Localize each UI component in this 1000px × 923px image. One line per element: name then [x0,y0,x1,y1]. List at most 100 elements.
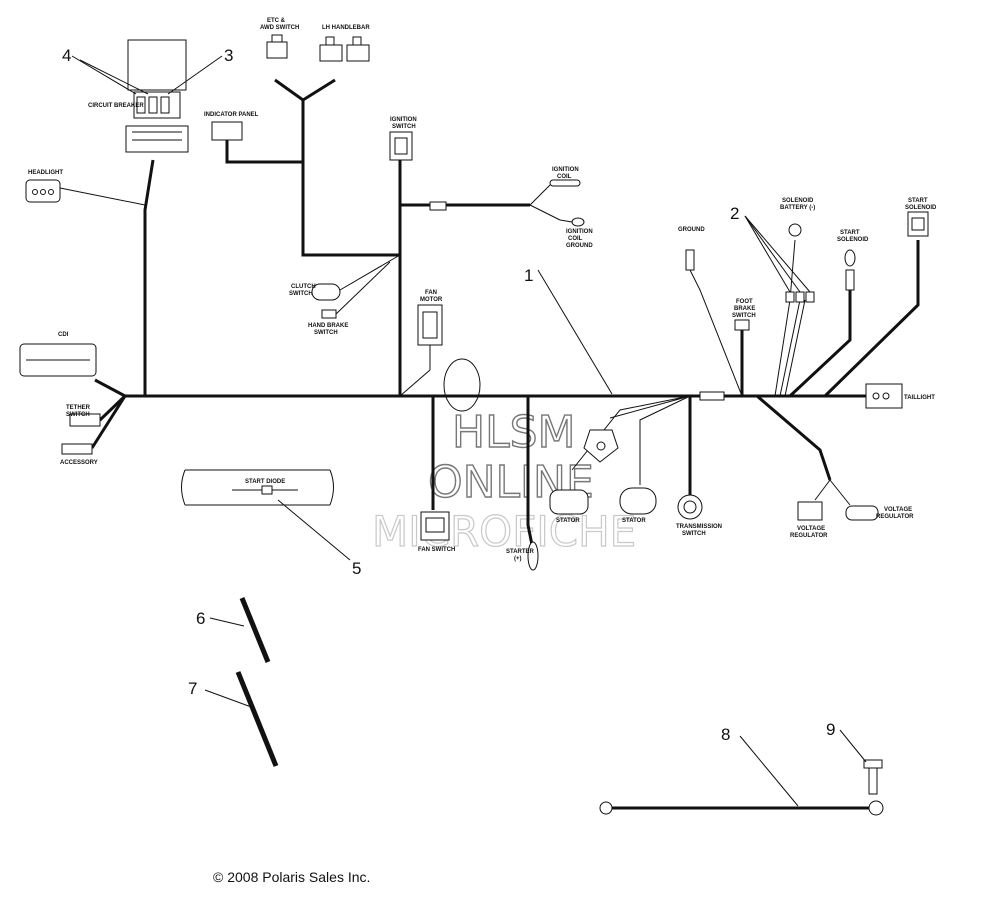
bolt-9 [863,759,883,795]
fan-switch-part [420,511,450,541]
label-foot-brake-3: SWITCH [732,313,756,319]
callout-6: 6 [196,609,205,628]
cdi-branch-wire [94,378,126,398]
handlebar-branch-wire [301,100,400,257]
copyright-text: © 2008 Polaris Sales Inc. [213,869,370,885]
label-accessory: ACCESSORY [60,460,98,466]
label-solenoid-battery-1: SOLENOID [782,198,814,204]
label-start-solenoid-top-2: SOLENOID [905,205,937,211]
foot-brake-switch-part [734,319,750,331]
callout-7: 7 [188,679,197,698]
label-hand-brake-1: HAND BRAKE [308,323,348,329]
accessory-branch-wire [90,395,127,449]
coil-branch-clip [429,201,447,211]
coil-split-wire [529,184,561,221]
stator-connector-2 [619,487,657,515]
component-labels: CIRCUIT BREAKER ETC & AWD SWITCH LH HAND… [28,18,937,562]
start-diode-assembly [181,469,334,506]
clutch-wire [334,254,401,316]
label-ignition-coil-1: IGNITION [552,167,579,173]
label-ignition-coil-ground-3: GROUND [566,243,593,249]
indicator-panel [211,121,243,141]
voltage-regulator-2-part [845,505,879,521]
breaker-branch-wire [143,159,155,396]
label-headlight: HEADLIGHT [28,170,63,176]
callout-8: 8 [721,725,730,744]
label-voltage-reg-1b: REGULATOR [790,533,828,539]
main-harness [59,78,920,546]
taillight-connector [865,383,903,409]
label-transmission-1: TRANSMISSION [676,524,722,530]
ignition-switch-part [389,131,413,161]
start-solenoid-top-wire [823,240,920,398]
components [19,34,929,816]
lh-handlebar-connectors [319,36,370,62]
label-ignition-switch-1: IGNITION [390,117,417,123]
label-foot-brake-1: FOOT [736,299,753,305]
label-clutch-switch-2: SWITCH [289,291,313,297]
label-ground: GROUND [678,227,705,233]
callout-3: 3 [224,46,233,65]
solenoid-battery-terminals [785,223,815,303]
cable-tie-7 [235,671,279,767]
label-cdi: CDI [58,332,69,338]
label-fan-motor-1: FAN [425,290,437,296]
cdi-connector [19,343,97,377]
stator-connector-3pin [583,429,619,463]
label-solenoid-battery-2: BATTERY (-) [780,205,815,211]
label-start-diode: START DIODE [245,479,285,485]
leader-lines [71,55,867,807]
label-starter-2: (+) [514,556,522,562]
label-tether-1: TETHER [66,405,91,411]
ground-cable-8 [599,800,884,816]
tether-switch-part [69,413,101,427]
label-start-solenoid-1: START [840,230,860,236]
ground-wire [689,269,743,397]
label-transmission-2: SWITCH [682,531,706,537]
cable-tie-6 [239,597,271,663]
transmission-switch-part [677,494,703,520]
starter-wire [526,396,534,546]
regulator-wire [756,394,832,481]
starter-terminal [527,541,539,571]
start-solenoid-connector [907,211,929,237]
label-foot-brake-2: BRAKE [734,306,755,312]
label-fan-switch: FAN SWITCH [418,547,455,553]
label-fan-motor-2: MOTOR [420,297,443,303]
label-ignition-coil-ground-1: IGNITION [566,229,593,235]
label-start-solenoid-top-1: START [908,198,928,204]
watermark-line-3: MICROFICHE [372,507,636,556]
switch-split-wire [274,78,336,102]
callout-2: 2 [730,204,739,223]
label-voltage-reg-2a: VOLTAGE [884,507,912,513]
label-start-solenoid-2: SOLENOID [837,237,869,243]
regulator-split-wire [814,479,851,506]
label-tether-2: SWITCH [66,412,90,418]
headlight-connector [25,179,61,203]
callout-4: 4 [62,46,71,65]
label-etc-switch-2: AWD SWITCH [260,25,299,31]
stator-connector-1 [549,489,589,515]
label-lh-handlebar: LH HANDLEBAR [322,25,370,31]
label-stator-1: STATOR [556,518,580,524]
ground-terminal [685,249,695,271]
label-starter-1: STARTER [506,549,535,555]
start-solenoid-terminal [844,249,856,291]
label-clutch-switch-1: CLUTCH [291,284,316,290]
start-solenoid-wire [788,290,852,398]
indicator-branch-wire [225,140,303,164]
callout-1: 1 [524,266,533,285]
headlight-wire [59,187,146,206]
label-taillight: TAILLIGHT [904,395,935,401]
etc-awd-switch [266,34,288,59]
ignition-coil-part [549,179,581,187]
label-etc-switch-1: ETC & [267,18,286,24]
callout-numbers: 4 3 1 2 5 6 7 8 9 [62,46,835,744]
grommet-outline [443,358,481,412]
inline-fuse [699,391,725,401]
label-circuit-breaker: CIRCUIT BREAKER [88,103,144,109]
fan-motor-wire [399,369,431,397]
label-indicator-panel: INDICATOR PANEL [204,112,259,118]
label-ignition-coil-2: COIL [557,174,572,180]
